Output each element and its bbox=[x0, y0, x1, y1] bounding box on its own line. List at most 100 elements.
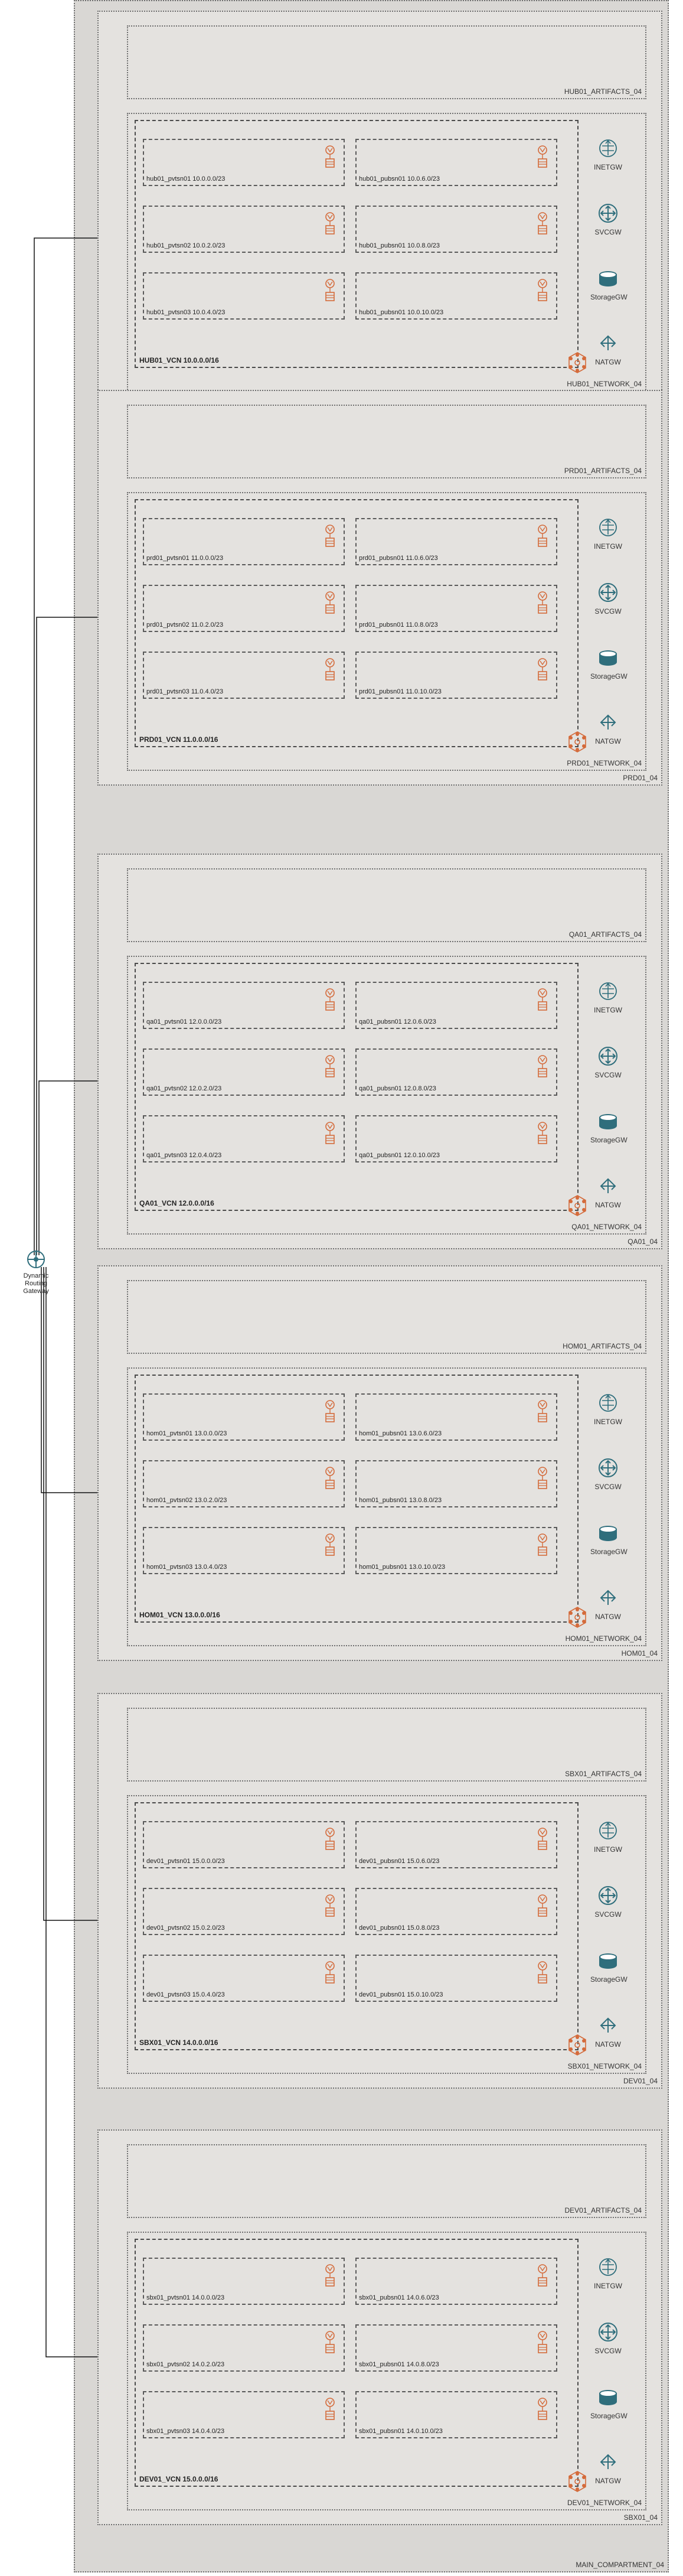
subnet-label: sbx01_pvtsn02 14.0.2.0/23 bbox=[146, 2361, 225, 2368]
inetgw[interactable]: INETGW bbox=[590, 517, 626, 551]
private-subnet[interactable]: sbx01_pvtsn01 14.0.0.0/23 bbox=[143, 2258, 345, 2305]
public-subnet[interactable]: sbx01_pubsn01 14.0.8.0/23 bbox=[355, 2324, 557, 2372]
gateway-label: NATGW bbox=[595, 2477, 621, 2485]
public-subnet[interactable]: hom01_pubsn01 13.0.6.0/23 bbox=[355, 1393, 557, 1441]
gateway-label: SVCGW bbox=[594, 228, 622, 236]
public-subnet[interactable]: hom01_pubsn01 13.0.10.0/23 bbox=[355, 1527, 557, 1574]
subnet-icon bbox=[325, 1828, 335, 1850]
public-subnet[interactable]: qa01_pubsn01 12.0.8.0/23 bbox=[355, 1048, 557, 1096]
natgw[interactable]: NATGW bbox=[590, 712, 626, 745]
private-subnet[interactable]: prd01_pvtsn01 11.0.0.0/23 bbox=[143, 518, 345, 565]
subnet-icon bbox=[325, 1400, 335, 1422]
public-subnet[interactable]: hub01_pubsn01 10.0.6.0/23 bbox=[355, 139, 557, 186]
private-subnet[interactable]: qa01_pvtsn03 12.0.4.0/23 bbox=[143, 1115, 345, 1162]
subnet-icon bbox=[538, 1055, 547, 1077]
public-subnet[interactable]: sbx01_pubsn01 14.0.6.0/23 bbox=[355, 2258, 557, 2305]
artifacts-compartment[interactable]: SBX01_ARTIFACTS_04 bbox=[127, 1708, 646, 1782]
public-subnet[interactable]: prd01_pubsn01 11.0.8.0/23 bbox=[355, 585, 557, 632]
inetgw[interactable]: INETGW bbox=[590, 1820, 626, 1854]
drg-label-line2: Routing bbox=[25, 1280, 47, 1287]
public-subnet[interactable]: qa01_pubsn01 12.0.6.0/23 bbox=[355, 982, 557, 1029]
gateway-label: NATGW bbox=[595, 1613, 621, 1621]
vcn[interactable]: SBX01_VCN 14.0.0.0/16 bbox=[135, 1802, 586, 2056]
private-subnet[interactable]: hub01_pvtsn02 10.0.2.0/23 bbox=[143, 206, 345, 253]
svcgw[interactable]: SVCGW bbox=[590, 203, 626, 236]
private-subnet[interactable]: sbx01_pvtsn03 14.0.4.0/23 bbox=[143, 2391, 345, 2438]
private-subnet[interactable]: hub01_pvtsn01 10.0.0.0/23 bbox=[143, 139, 345, 186]
public-subnet[interactable]: hub01_pubsn01 10.0.10.0/23 bbox=[355, 272, 557, 320]
storagegw[interactable]: StorageGW bbox=[590, 1522, 628, 1556]
subnet-label: hom01_pvtsn03 13.0.4.0/23 bbox=[146, 1564, 227, 1571]
subnet-icon bbox=[538, 279, 547, 301]
natgw[interactable]: NATGW bbox=[590, 2451, 626, 2485]
storagegw[interactable]: StorageGW bbox=[590, 647, 628, 680]
private-subnet[interactable]: dev01_pvtsn02 15.0.2.0/23 bbox=[143, 1888, 345, 1935]
storagegw[interactable]: StorageGW bbox=[590, 1950, 628, 1984]
public-subnet[interactable]: dev01_pubsn01 15.0.10.0/23 bbox=[355, 1955, 557, 2002]
svcgw[interactable]: SVCGW bbox=[590, 582, 626, 615]
vcn[interactable]: QA01_VCN 12.0.0.0/16 bbox=[135, 963, 586, 1216]
artifacts-compartment[interactable]: HOM01_ARTIFACTS_04 bbox=[127, 1280, 646, 1354]
public-subnet[interactable]: hub01_pubsn01 10.0.8.0/23 bbox=[355, 206, 557, 253]
private-subnet[interactable]: hub01_pvtsn03 10.0.4.0/23 bbox=[143, 272, 345, 320]
svcgw[interactable]: SVCGW bbox=[590, 1457, 626, 1491]
vcn[interactable]: PRD01_VCN 11.0.0.0/16 bbox=[135, 499, 586, 753]
private-subnet[interactable]: dev01_pvtsn01 15.0.0.0/23 bbox=[143, 1821, 345, 1868]
inetgw[interactable]: INETGW bbox=[590, 981, 626, 1014]
svcgw[interactable]: SVCGW bbox=[590, 1046, 626, 1079]
vcn-label: PRD01_VCN 11.0.0.0/16 bbox=[139, 735, 218, 744]
subnet-icon bbox=[538, 988, 547, 1011]
subnet-icon bbox=[538, 212, 547, 235]
private-subnet[interactable]: hom01_pvtsn01 13.0.0.0/23 bbox=[143, 1393, 345, 1441]
artifacts-compartment[interactable]: DEV01_ARTIFACTS_04 bbox=[127, 2144, 646, 2218]
svcgw[interactable]: SVCGW bbox=[590, 1885, 626, 1919]
natgw[interactable]: NATGW bbox=[590, 2015, 626, 2049]
natgw[interactable]: NATGW bbox=[590, 333, 626, 366]
private-subnet[interactable]: hom01_pvtsn03 13.0.4.0/23 bbox=[143, 1527, 345, 1574]
private-subnet[interactable]: dev01_pvtsn03 15.0.4.0/23 bbox=[143, 1955, 345, 2002]
public-subnet[interactable]: qa01_pubsn01 12.0.10.0/23 bbox=[355, 1115, 557, 1162]
public-subnet[interactable]: dev01_pubsn01 15.0.8.0/23 bbox=[355, 1888, 557, 1935]
dynamic-routing-gateway[interactable]: Dynamic Routing Gateway bbox=[21, 1249, 51, 1295]
natgw-icon bbox=[600, 714, 616, 730]
private-subnet[interactable]: qa01_pvtsn02 12.0.2.0/23 bbox=[143, 1048, 345, 1096]
subnet-label: dev01_pvtsn02 15.0.2.0/23 bbox=[146, 1924, 225, 1932]
subnet-label: hub01_pvtsn01 10.0.0.0/23 bbox=[146, 175, 226, 183]
private-subnet[interactable]: prd01_pvtsn02 11.0.2.0/23 bbox=[143, 585, 345, 632]
private-subnet[interactable]: hom01_pvtsn02 13.0.2.0/23 bbox=[143, 1460, 345, 1507]
artifacts-compartment[interactable]: PRD01_ARTIFACTS_04 bbox=[127, 405, 646, 478]
natgw-icon bbox=[600, 335, 616, 350]
public-subnet[interactable]: hom01_pubsn01 13.0.8.0/23 bbox=[355, 1460, 557, 1507]
artifacts-label: DEV01_ARTIFACTS_04 bbox=[564, 2206, 642, 2214]
public-subnet[interactable]: dev01_pubsn01 15.0.6.0/23 bbox=[355, 1821, 557, 1868]
public-subnet[interactable]: sbx01_pubsn01 14.0.10.0/23 bbox=[355, 2391, 557, 2438]
private-subnet[interactable]: prd01_pvtsn03 11.0.4.0/23 bbox=[143, 652, 345, 699]
subnet-label: prd01_pubsn01 11.0.10.0/23 bbox=[359, 688, 442, 695]
natgw[interactable]: NATGW bbox=[590, 1587, 626, 1621]
main-compartment-label: MAIN_COMPARTMENT_04 bbox=[576, 2561, 664, 2569]
storagegw-icon bbox=[599, 271, 617, 286]
vcn[interactable]: HUB01_VCN 10.0.0.0/16 bbox=[135, 120, 586, 373]
artifacts-compartment[interactable]: HUB01_ARTIFACTS_04 bbox=[127, 25, 646, 99]
inetgw[interactable]: INETGW bbox=[590, 138, 626, 171]
subnet-icon bbox=[325, 1961, 335, 1984]
public-subnet[interactable]: prd01_pubsn01 11.0.10.0/23 bbox=[355, 652, 557, 699]
artifacts-compartment[interactable]: QA01_ARTIFACTS_04 bbox=[127, 868, 646, 942]
svcgw[interactable]: SVCGW bbox=[590, 2321, 626, 2355]
storagegw[interactable]: StorageGW bbox=[590, 268, 628, 301]
compartment-label: DEV01_04 bbox=[623, 2077, 658, 2085]
storagegw[interactable]: StorageGW bbox=[590, 2386, 628, 2420]
network-label: SBX01_NETWORK_04 bbox=[567, 2062, 642, 2070]
subnet-icon bbox=[325, 2398, 335, 2420]
svcgw-icon bbox=[599, 1458, 617, 1477]
private-subnet[interactable]: sbx01_pvtsn02 14.0.2.0/23 bbox=[143, 2324, 345, 2372]
gateway-label: SVCGW bbox=[594, 607, 622, 615]
inetgw[interactable]: INETGW bbox=[590, 1392, 626, 1426]
private-subnet[interactable]: qa01_pvtsn01 12.0.0.0/23 bbox=[143, 982, 345, 1029]
public-subnet[interactable]: prd01_pubsn01 11.0.6.0/23 bbox=[355, 518, 557, 565]
storagegw[interactable]: StorageGW bbox=[590, 1110, 628, 1144]
vcn[interactable]: HOM01_VCN 13.0.0.0/16 bbox=[135, 1375, 586, 1628]
natgw[interactable]: NATGW bbox=[590, 1175, 626, 1209]
vcn[interactable]: DEV01_VCN 15.0.0.0/16 bbox=[135, 2239, 586, 2492]
inetgw[interactable]: INETGW bbox=[590, 2256, 626, 2290]
